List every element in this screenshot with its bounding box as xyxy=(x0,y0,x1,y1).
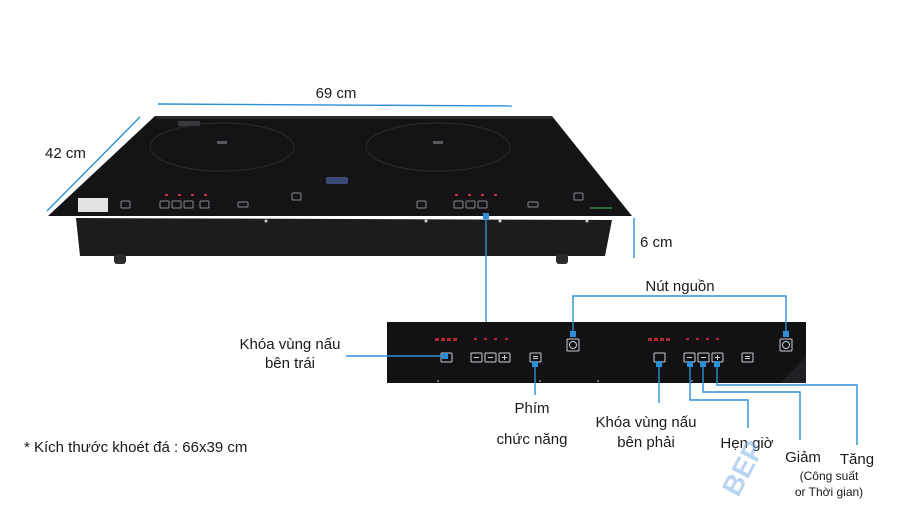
cutout-note: * Kích thước khoét đá : 66x39 cm xyxy=(24,439,247,456)
power-icon xyxy=(782,341,790,349)
timer-label: Hẹn giờ xyxy=(720,435,773,452)
width-label: 69 cm xyxy=(316,85,357,102)
cooking-zone-left xyxy=(149,122,295,172)
glass-edge-highlight xyxy=(155,116,554,119)
power-icons xyxy=(569,341,790,349)
right-function-key[interactable] xyxy=(741,352,754,363)
cooktop-body xyxy=(76,218,612,256)
zone-mark xyxy=(433,141,443,144)
depth-label: 42 cm xyxy=(45,145,86,162)
glass-indicator-leds xyxy=(165,194,497,196)
decrease-label: Giảm xyxy=(785,449,821,466)
dimension-lines xyxy=(46,103,635,258)
left-lock-label: Khóa vùng nấu xyxy=(240,336,341,353)
power-button-label: Nút nguồn xyxy=(645,278,714,295)
height-label: 6 cm xyxy=(640,234,673,251)
front-screws xyxy=(264,219,589,223)
cooktop-3d xyxy=(48,116,632,264)
decrease-note: (Công suất xyxy=(800,469,859,483)
label-plate xyxy=(178,121,200,126)
left-timer-key[interactable] xyxy=(484,352,497,363)
left-lock-label-2: bên trái xyxy=(265,355,315,372)
callout-anchors xyxy=(442,213,789,367)
cooktop-foot xyxy=(556,254,568,264)
panel-key-glyphs xyxy=(474,355,750,360)
sticker xyxy=(78,198,108,212)
callout-lines xyxy=(346,218,858,445)
left-power-key[interactable] xyxy=(566,338,580,352)
cooktop-glass xyxy=(48,116,632,216)
function-key-label-2: chức năng xyxy=(497,431,568,448)
brand-logo xyxy=(326,177,348,184)
power-icon xyxy=(569,341,577,349)
glass-controls xyxy=(120,192,584,209)
right-lock-label-2: bên phải xyxy=(617,434,675,451)
width-dimension-line xyxy=(157,103,513,107)
green-strip xyxy=(590,207,612,209)
decrease-note-2: or Thời gian) xyxy=(795,485,863,499)
control-panel xyxy=(387,322,806,383)
left-increase-key[interactable] xyxy=(498,352,511,363)
zone-mark xyxy=(217,141,227,144)
left-decrease-key[interactable] xyxy=(470,352,483,363)
right-lock-label: Khóa vùng nấu xyxy=(596,414,697,431)
cooking-zone-right xyxy=(365,122,511,172)
right-power-key[interactable] xyxy=(779,338,793,352)
panel-corner xyxy=(780,357,806,383)
panel-leds-right xyxy=(648,338,719,341)
depth-dimension-line xyxy=(46,116,141,212)
panel-screws xyxy=(437,380,693,382)
panel-leds-left xyxy=(435,338,508,341)
increase-label: Tăng xyxy=(840,451,874,468)
control-panel-zoom xyxy=(387,322,806,383)
function-key-label: Phím xyxy=(514,400,549,417)
panel-keys xyxy=(440,338,793,363)
cooktop-foot xyxy=(114,254,126,264)
